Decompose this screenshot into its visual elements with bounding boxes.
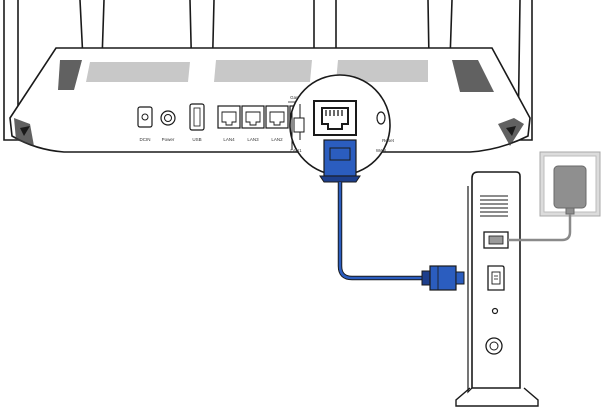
antenna-left-outer <box>3 0 19 141</box>
power-button <box>160 110 176 126</box>
lan-port-3 <box>241 105 265 129</box>
usb-label: USB <box>192 137 201 142</box>
ethernet-plug-modem-end <box>421 265 465 291</box>
lan4-label: LAN4 <box>223 137 235 142</box>
usb-port <box>189 103 205 131</box>
wan-label: WAN <box>376 148 386 153</box>
lan3-label: LAN3 <box>247 137 259 142</box>
power-cord <box>508 214 572 242</box>
reset-pinhole <box>376 111 386 125</box>
lan2-label: LAN2 <box>271 137 283 142</box>
lan-port-4 <box>217 105 241 129</box>
power-label: Power <box>162 137 175 142</box>
ethernet-cable <box>337 182 424 281</box>
router: DCIN Power USB LAN4 LAN3 <box>3 0 533 153</box>
power-button-icon <box>485 337 503 355</box>
dc-in-port <box>137 106 153 128</box>
lan-port-2 <box>265 105 289 129</box>
modem-stand <box>455 387 539 407</box>
modem-vents <box>480 195 508 217</box>
router-vents <box>14 60 524 146</box>
power-adapter-brick <box>553 165 587 209</box>
dc-in-label: DCIN <box>140 137 151 142</box>
ethernet-plug-router-end <box>319 139 361 183</box>
lan1-label: LAN1 <box>290 148 302 153</box>
wan-port-zoom: Reset WAN LAN1 <box>289 74 395 183</box>
modem-status-led <box>491 307 499 315</box>
reset-label: Reset <box>382 138 395 143</box>
power-adapter <box>508 151 601 242</box>
phone-port-icon <box>487 265 505 291</box>
modem <box>455 171 539 407</box>
